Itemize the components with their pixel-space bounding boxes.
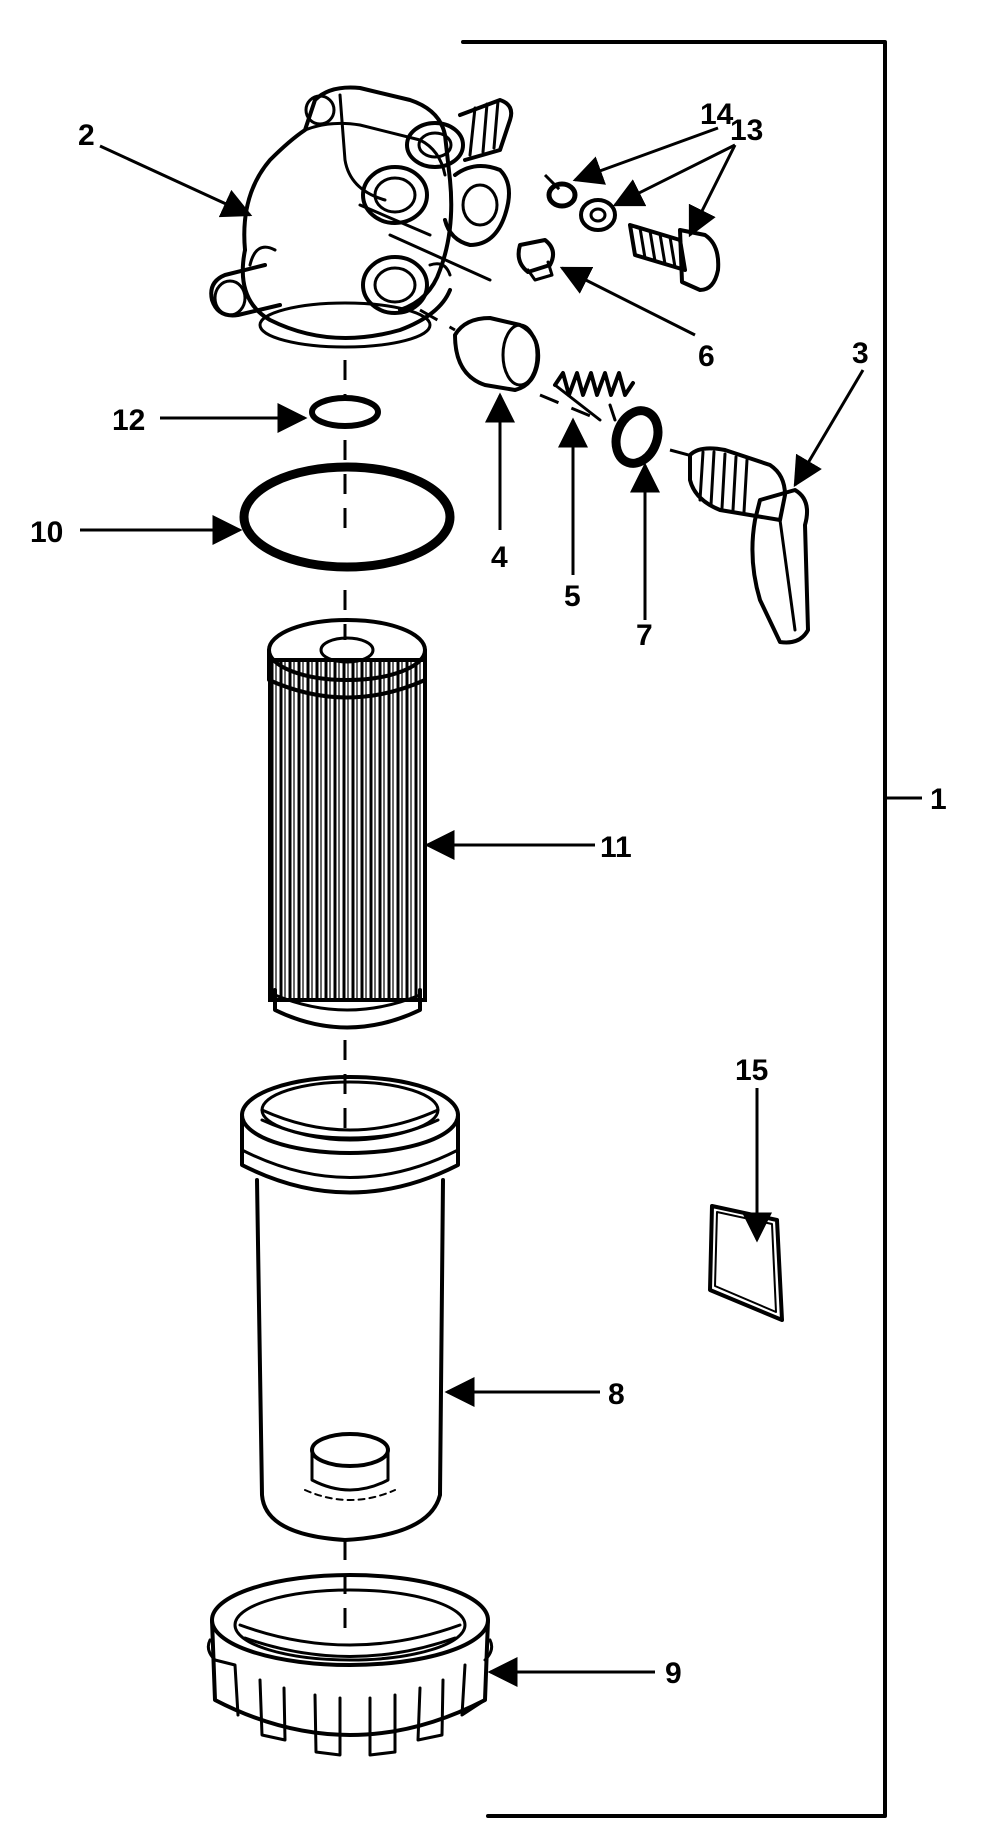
callout-3: 3: [852, 337, 869, 370]
callout-14: 14: [700, 98, 734, 131]
filter-head: [209, 85, 514, 349]
callout-1: 1: [930, 783, 947, 816]
callout-13: 13: [730, 114, 763, 147]
o-ring: [611, 406, 663, 468]
spring: [553, 371, 635, 422]
callout-15: 15: [735, 1054, 768, 1087]
callout-12: 12: [112, 404, 145, 437]
leader-lines: [80, 126, 865, 1687]
decal: [708, 1204, 784, 1322]
filter-bowl: [240, 1075, 460, 1542]
callout-9: 9: [665, 1657, 682, 1690]
callout-labels: 1 2 3 4 5 6 7 8 9 10 11 12 13 14 15: [30, 98, 947, 1690]
callout-5: 5: [564, 580, 581, 613]
filter-element: [267, 618, 427, 1030]
check-valve-body: [453, 316, 541, 392]
callout-6: 6: [698, 340, 715, 373]
bleed-screw: [516, 238, 556, 282]
callout-2: 2: [78, 119, 95, 152]
callout-4: 4: [491, 541, 508, 574]
assembly-bracket: [461, 40, 922, 1818]
element-seal: [309, 395, 381, 429]
drain-valve-handle: [688, 446, 810, 645]
retaining-ring: [206, 1573, 494, 1757]
callout-11: 11: [600, 831, 632, 864]
callout-7: 7: [636, 619, 653, 652]
bowl-gasket: [239, 462, 455, 572]
small-o-ring: [546, 181, 578, 209]
center-line: [343, 173, 701, 1640]
plug-and-washer: [579, 198, 721, 292]
callout-8: 8: [608, 1378, 625, 1411]
callout-10: 10: [30, 516, 63, 549]
